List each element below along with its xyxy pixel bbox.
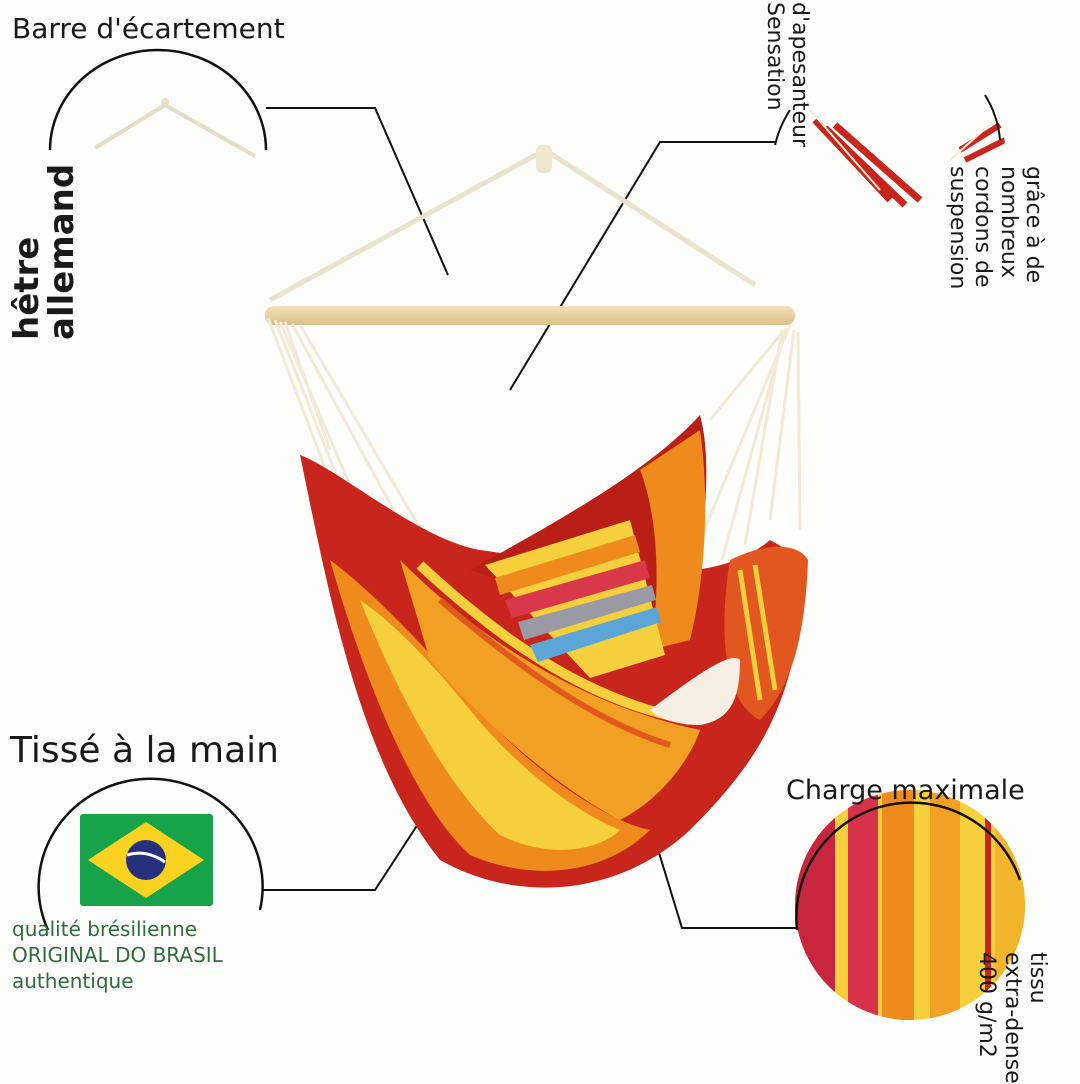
fabric-density-line1: tissu (1025, 952, 1050, 1004)
brazil-callout (37, 777, 264, 931)
weightlessness-label: d'apesanteur Sensation (761, 2, 812, 147)
spreader-bar-callout (48, 48, 268, 158)
brazil-quality-text: qualité brésilienne ORIGINAL DO BRASIL a… (12, 916, 223, 994)
suspension-cords-line1: grâce à de (1021, 166, 1046, 284)
suspension-cords-callout (774, 45, 1005, 255)
fabric-density-label: tissu extra-dense 400 g/m2 (974, 952, 1050, 1084)
beech-wood-label: hêtre allemand (7, 163, 82, 340)
suspension-cords-label: grâce à de nombreux cordons de suspensio… (945, 166, 1046, 289)
suspension-cords-line2: nombreux (995, 166, 1021, 278)
weightlessness-label-line1: d'apesanteur (787, 2, 812, 148)
callout-arc-fabric (795, 801, 1022, 931)
callout-arc-brazil (37, 777, 264, 931)
fabric-density-line3: 400 g/m2 (974, 952, 1000, 1058)
beech-wood-label-line1: hêtre (7, 236, 47, 340)
callout-arc-top-left (48, 48, 268, 151)
brazil-flag (80, 814, 213, 906)
brazil-quality-line2: ORIGINAL DO BRASIL (12, 943, 223, 967)
weightlessness-label-line2: Sensation (761, 2, 787, 111)
fabric-callout (795, 790, 1025, 1020)
suspension-cords-line3: cordons de (970, 166, 996, 288)
brazil-quality-line1: qualité brésilienne (12, 917, 198, 941)
fabric-density-line2: extra-dense (999, 952, 1025, 1084)
spreader-bar (265, 306, 795, 325)
brazil-quality-line3: authentique (12, 969, 134, 993)
hammock-fabric (300, 415, 808, 888)
max-load-label: Charge maximale (786, 775, 1025, 806)
striped-cushion (485, 520, 665, 678)
spreader-bar-label: Barre d'écartement (12, 12, 285, 45)
leader-line-suspension (509, 141, 775, 391)
white-pillow (650, 658, 740, 725)
suspension-cords-line4: suspension (945, 166, 971, 290)
beech-wood-label-line2: allemand (41, 163, 82, 340)
leader-line-spreader (266, 107, 449, 276)
hammock-suspension (265, 145, 802, 591)
handwoven-label: Tissé à la main (10, 730, 279, 771)
spreader-sketch (93, 102, 256, 158)
